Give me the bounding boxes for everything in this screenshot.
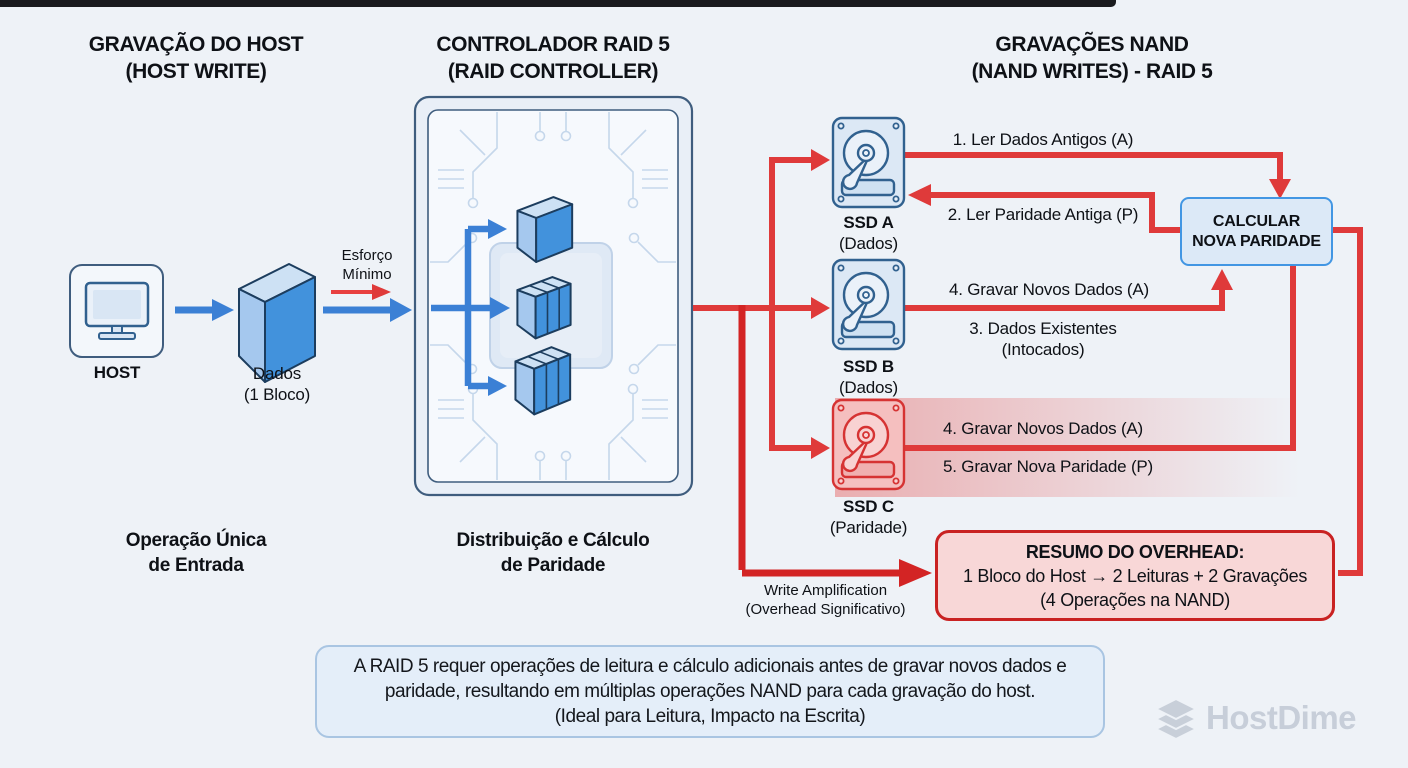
header-host-line1: GRAVAÇÃO DO HOST [88, 33, 304, 56]
ssd-c-drive-icon [831, 398, 906, 491]
host-flow-arrows [175, 284, 412, 322]
ssd-c-name: SSD C [843, 497, 894, 516]
ssd-b-name: SSD B [843, 357, 894, 376]
parity-flow-lines [905, 152, 1363, 576]
step4-ssdc-label: 4. Gravar Novos Dados (A) [943, 419, 1144, 438]
nand-write-arrows [693, 149, 932, 587]
host-monitor-icon [69, 264, 164, 358]
ssd-c-type: (Paridade) [829, 518, 908, 537]
ssd-b-drive-icon [831, 258, 906, 351]
ssd-a-drive-icon [831, 116, 906, 209]
write-amplification-line2: (Overhead Significativo) [745, 601, 906, 618]
step3-line2: (Intocados) [1001, 340, 1085, 359]
step3-line1: 3. Dados Existentes [969, 319, 1117, 338]
ssd-c-label: SSD C (Paridade) [807, 496, 930, 538]
step4-ssdb-label: 4. Gravar Novos Dados (A) [948, 280, 1149, 299]
footer-note-line1: A RAID 5 requer operações de leitura e c… [353, 656, 1067, 677]
caption-parity-calc-line2: de Paridade [500, 555, 606, 576]
overhead-line2: (4 Operações na NAND) [1040, 589, 1230, 610]
header-controller-line1: CONTROLADOR RAID 5 [436, 33, 670, 56]
header-nand-line2: (NAND WRITES) - RAID 5 [971, 60, 1213, 83]
top-edge-strip [0, 0, 1116, 7]
ssd-b-label: SSD B (Dados) [807, 356, 930, 398]
calculate-parity-box: CALCULAR NOVA PARIDADE [1180, 197, 1333, 266]
ssd-b-type: (Dados) [838, 378, 899, 397]
minimal-effort-line2: Mínimo [342, 266, 392, 283]
raid-controller [413, 95, 694, 497]
footer-note-line3: (Ideal para Leitura, Impacto na Escrita) [554, 706, 866, 727]
minimal-effort-line1: Esforço [341, 247, 393, 264]
caption-single-input: Operação Única de Entrada [46, 528, 346, 578]
header-raid-controller: CONTROLADOR RAID 5 (RAID CONTROLLER) [403, 31, 703, 85]
write-amplification-line1: Write Amplification [763, 582, 888, 599]
step3-label: 3. Dados Existentes (Intocados) [918, 318, 1168, 360]
write-amplification-label: Write Amplification (Overhead Significat… [723, 581, 928, 619]
data-block-label-line2: (1 Bloco) [243, 385, 311, 404]
overhead-line1: 1 Bloco do Host → 2 Leituras + 2 Gravaçõ… [962, 565, 1308, 586]
minimal-effort-label: Esforço Mínimo [327, 246, 407, 284]
host-label: HOST [93, 363, 141, 382]
overhead-summary-box: RESUMO DO OVERHEAD: 1 Bloco do Host → 2 … [935, 530, 1335, 621]
caption-parity-calc-line1: Distribuição e Cálculo [456, 530, 650, 551]
ssd-a-type: (Dados) [838, 234, 899, 253]
data-block-label-line1: Dados [252, 364, 302, 383]
calculate-parity-line2: NOVA PARIDADE [1192, 232, 1321, 250]
caption-single-input-line2: de Entrada [148, 555, 244, 576]
calculate-parity-line1: CALCULAR [1212, 212, 1301, 230]
step2-label: 2. Ler Paridade Antiga (P) [947, 205, 1139, 224]
data-block-label: Dados (1 Bloco) [217, 363, 337, 405]
overhead-title: RESUMO DO OVERHEAD: [1025, 541, 1245, 562]
step1-label: 1. Ler Dados Antigos (A) [952, 130, 1134, 149]
header-host-line2: (HOST WRITE) [125, 60, 267, 83]
stacked-layers-icon [1153, 697, 1199, 741]
header-nand-line1: GRAVAÇÕES NAND [995, 33, 1189, 56]
header-host-write: GRAVAÇÃO DO HOST (HOST WRITE) [46, 31, 346, 85]
ssd-a-label: SSD A (Dados) [807, 212, 930, 254]
footer-note-box: A RAID 5 requer operações de leitura e c… [315, 645, 1105, 738]
footer-note-line2: paridade, resultando em múltiplas operaç… [384, 681, 1036, 702]
stripe-blocks-3d [515, 196, 573, 414]
caption-parity-calc: Distribuição e Cálculo de Paridade [403, 528, 703, 578]
ssd-a-name: SSD A [843, 213, 894, 232]
header-controller-line2: (RAID CONTROLLER) [447, 60, 659, 83]
caption-single-input-line1: Operação Única [125, 530, 267, 551]
step5-ssdc-label: 5. Gravar Nova Paridade (P) [943, 457, 1154, 476]
hostdime-watermark: HostDime [1206, 699, 1357, 736]
header-nand-writes: GRAVAÇÕES NAND (NAND WRITES) - RAID 5 [942, 31, 1242, 85]
controller-distribution-arrows [431, 219, 510, 396]
